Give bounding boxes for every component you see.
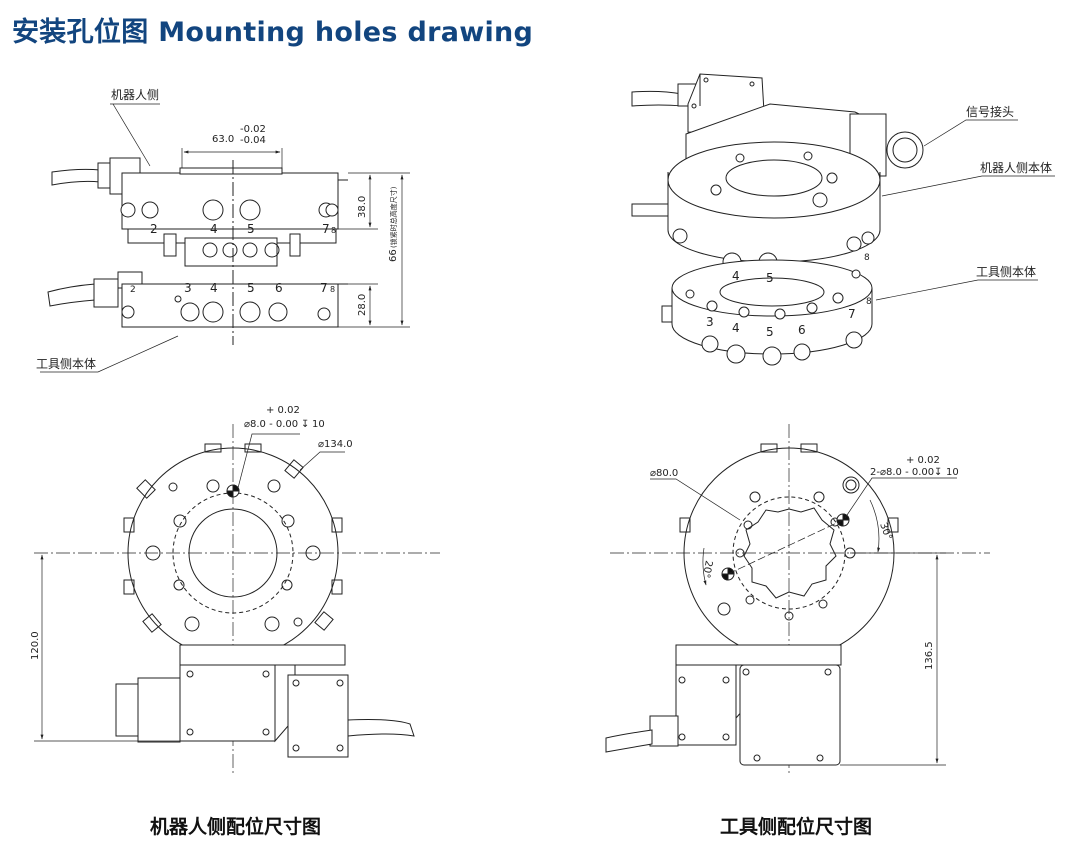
dim-136-value: 136.5 [924,641,935,670]
dim-63-tol-upper: -0.02 [240,124,266,135]
iso-tool-port-3: 3 [706,315,714,329]
robot-port-8: 8 [331,226,336,235]
robot-port-5: 5 [247,222,255,236]
robot-port-4: 4 [210,222,218,236]
dim-120-value: 120.0 [30,631,41,660]
dim-28-value: 28.0 [357,294,368,316]
tool-plan-view [605,424,990,775]
robot-plan-diameter: ⌀134.0 [318,439,353,450]
iso-robot-port-8: 8 [864,253,870,263]
iso-tool-port-7: 7 [848,307,856,321]
label-tool-body-iso: 工具侧本体 [976,265,1036,279]
robot-plan-view [34,424,440,775]
iso-tool-port-6: 6 [798,323,806,337]
tool-port-5: 5 [247,281,255,295]
depth-icon: ↧ [934,467,942,478]
iso-view-text: 信号接头 机器人侧本体 工具侧本体 4 5 8 3 4 5 6 7 8 [706,104,1052,339]
iso-robot-port-5: 5 [766,271,774,285]
tool-port-6: 6 [275,281,283,295]
tool-port-8: 8 [330,285,335,294]
page-title: 安装孔位图 Mounting holes drawing [12,17,534,48]
tool-plan-diameter: ⌀80.0 [650,468,678,479]
robot-port-2: 2 [150,222,158,236]
dim-63-value: 63.0 [212,134,234,145]
robot-hole-depth: 10 [312,419,325,430]
iso-tool-port-5: 5 [766,325,774,339]
iso-tool-port-4: 4 [732,321,740,335]
caption-tool-side: 工具侧配位尺寸图 [720,816,873,838]
iso-robot-port-4: 4 [732,269,740,283]
robot-hole-tol-upper: + 0.02 [266,405,300,416]
dim-66-note: (锁紧时总高度尺寸) [389,186,398,248]
tool-port-2: 2 [130,285,136,295]
robot-port-7: 7 [322,222,330,236]
iso-tool-port-8: 8 [866,297,872,307]
tool-plan-text: ⌀80.0 + 0.02 2-⌀8.0 - 0.00 ↧ 10 30° 20° … [650,455,959,670]
dim-66-value: 66 [388,249,399,262]
tool-hole-depth: 10 [946,467,959,478]
dim-63-tol-lower: -0.04 [240,135,266,146]
side-view [40,103,410,373]
label-robot-side: 机器人侧 [111,88,159,102]
robot-plan-text: + 0.02 ⌀8.0 - 0.00 10 ↧ ⌀134.0 120.0 [30,405,353,660]
label-robot-body: 机器人侧本体 [980,161,1052,175]
tool-hole-tol-upper: + 0.02 [906,455,940,466]
tool-port-7: 7 [320,281,328,295]
tool-hole-spec: 2-⌀8.0 - 0.00 [870,467,934,478]
depth-icon: ↧ [301,419,309,430]
angle-20: 20° [700,559,714,578]
label-signal-connector: 信号接头 [966,104,1014,119]
side-view-text: 机器人侧 工具侧本体 63.0 -0.02 -0.04 38.0 28.0 66… [36,88,399,371]
label-tool-body-side: 工具侧本体 [36,357,96,371]
iso-view [631,73,1055,366]
robot-hole-spec: ⌀8.0 - 0.00 [244,419,298,430]
tool-port-3: 3 [184,281,192,295]
caption-robot-side: 机器人侧配位尺寸图 [150,816,322,838]
tool-port-4: 4 [210,281,218,295]
dim-38-value: 38.0 [357,196,368,218]
